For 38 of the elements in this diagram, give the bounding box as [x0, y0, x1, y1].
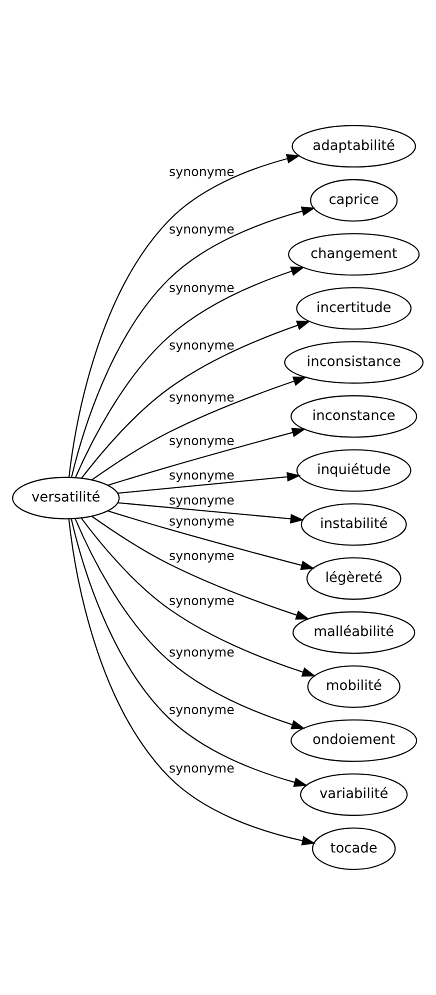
- node-ellipse: caprice: [310, 179, 398, 222]
- node-ellipse: inquiétude: [296, 449, 412, 492]
- edge-label: synonyme: [169, 164, 234, 179]
- arrow: [70, 518, 308, 787]
- node-ellipse: mobilité: [307, 665, 400, 708]
- node-ellipse: adaptabilité: [292, 125, 416, 168]
- node-ellipse: instabilité: [300, 503, 407, 546]
- edge-label: synonyme: [169, 338, 234, 353]
- node-ellipse: variabilité: [300, 773, 408, 816]
- arrow: [118, 502, 304, 524]
- edge-label: synonyme: [169, 760, 234, 776]
- arrow: [74, 518, 306, 730]
- edge-label: synonyme: [169, 702, 234, 717]
- node-ellipse: tocade: [312, 827, 396, 870]
- edge-label: synonyme: [169, 592, 234, 608]
- arrow: [92, 516, 310, 620]
- node-ellipse: inconsistance: [284, 341, 424, 384]
- edge-label: synonyme: [169, 280, 234, 296]
- edge-label: synonyme: [169, 548, 234, 563]
- arrow: [108, 428, 306, 486]
- arrow: [75, 266, 305, 478]
- node-ellipse: versatilité: [12, 476, 120, 520]
- edge-label: synonyme: [169, 513, 234, 528]
- edge-label: synonyme: [169, 389, 234, 404]
- arrow: [68, 518, 316, 846]
- arrow: [70, 206, 316, 478]
- edge-label: synonyme: [169, 644, 234, 660]
- node-ellipse: légèreté: [306, 557, 402, 600]
- arrow: [108, 510, 315, 570]
- arrow: [80, 518, 316, 677]
- arrow: [92, 376, 307, 480]
- edge-label: synonyme: [169, 492, 234, 508]
- edge-label: synonyme: [169, 467, 234, 482]
- arrow: [81, 320, 311, 478]
- edge-label: synonyme: [169, 432, 234, 448]
- arrow: [118, 472, 301, 494]
- arrow: [68, 154, 300, 478]
- edge-label: synonyme: [169, 221, 234, 236]
